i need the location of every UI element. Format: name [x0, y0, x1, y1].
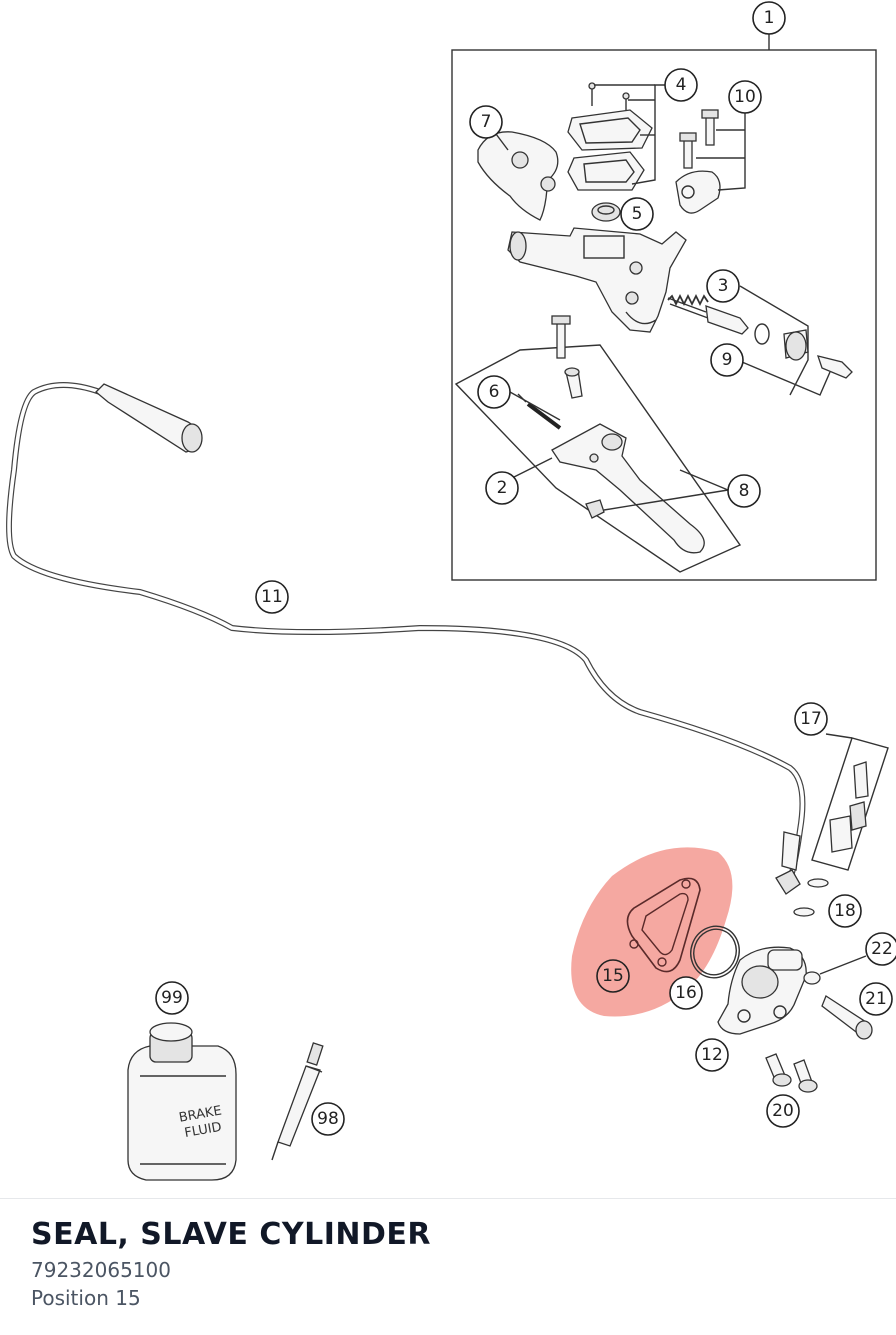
diaphragm — [591, 202, 621, 222]
part-title: SEAL, SLAVE CYLINDER — [31, 1217, 431, 1252]
part-info-panel: SEAL, SLAVE CYLINDER 79232065100 Positio… — [0, 1198, 896, 1335]
callout-21[interactable]: 21 — [859, 982, 893, 1016]
callout-6[interactable]: 6 — [477, 375, 511, 409]
reservoir-cover — [567, 82, 665, 191]
mounting-bolts — [765, 1053, 818, 1093]
svg-text:8: 8 — [739, 481, 750, 501]
callout-99[interactable]: 99 — [155, 981, 189, 1015]
svg-text:11: 11 — [261, 587, 283, 607]
svg-text:16: 16 — [675, 983, 697, 1003]
brake-fluid-can: BRAKEFLUID — [127, 1022, 237, 1181]
callout-98[interactable]: 98 — [311, 1102, 345, 1136]
callout-4[interactable]: 4 — [664, 68, 698, 102]
svg-text:9: 9 — [722, 350, 733, 370]
svg-text:21: 21 — [865, 989, 887, 1009]
o-ring — [690, 925, 740, 979]
lever-assembly — [454, 315, 742, 573]
svg-text:18: 18 — [834, 901, 856, 921]
callout-20[interactable]: 20 — [766, 1094, 800, 1128]
svg-text:22: 22 — [871, 939, 893, 959]
hydraulic-line — [6, 382, 806, 895]
can-label: BRAKEFLUID — [178, 1104, 226, 1142]
bleed-screw — [803, 955, 873, 1040]
svg-text:7: 7 — [481, 112, 492, 132]
handlebar-clamp — [675, 96, 746, 214]
svg-text:5: 5 — [632, 204, 643, 224]
callout-16[interactable]: 16 — [669, 976, 703, 1010]
reservoir-cap — [477, 131, 559, 221]
piston-kit — [667, 285, 853, 396]
part-number: 79232065100 — [31, 1258, 171, 1282]
exploded-parts-diagram: BRAKEFLUID 1 4 10 7 5 3 9 6 2 8 11 17 18… — [6, 1, 896, 1181]
callout-1[interactable]: 1 — [752, 1, 786, 35]
part-position: Position 15 — [31, 1286, 141, 1310]
callout-5[interactable]: 5 — [620, 197, 654, 231]
callout-17[interactable]: 17 — [794, 702, 828, 736]
svg-text:12: 12 — [701, 1045, 723, 1065]
svg-text:6: 6 — [489, 382, 500, 402]
callout-18[interactable]: 18 — [828, 894, 862, 928]
callout-3[interactable]: 3 — [706, 269, 740, 303]
callout-15[interactable]: 15 — [596, 959, 630, 993]
master-cylinder-group — [451, 34, 877, 581]
callout-7[interactable]: 7 — [469, 105, 503, 139]
callout-8[interactable]: 8 — [727, 474, 761, 508]
svg-text:20: 20 — [772, 1101, 794, 1121]
svg-text:10: 10 — [734, 87, 756, 107]
syringe — [271, 1042, 324, 1161]
master-cylinder-body — [507, 227, 687, 333]
callout-9[interactable]: 9 — [710, 343, 744, 377]
callout-10[interactable]: 10 — [728, 80, 762, 114]
callout-12[interactable]: 12 — [695, 1038, 729, 1072]
bleeder-kit — [811, 733, 889, 871]
callout-22[interactable]: 22 — [865, 932, 896, 966]
callout-11[interactable]: 11 — [255, 580, 289, 614]
svg-text:99: 99 — [161, 988, 183, 1008]
svg-text:15: 15 — [602, 966, 624, 986]
svg-text:98: 98 — [317, 1109, 339, 1129]
svg-text:3: 3 — [718, 276, 729, 296]
callout-2[interactable]: 2 — [485, 471, 519, 505]
svg-text:17: 17 — [800, 709, 822, 729]
svg-text:1: 1 — [764, 8, 775, 28]
svg-text:4: 4 — [676, 75, 687, 95]
slave-cylinder — [717, 946, 807, 1035]
svg-text:2: 2 — [497, 478, 508, 498]
washers — [793, 878, 829, 917]
highlighted-seal — [571, 847, 733, 1017]
